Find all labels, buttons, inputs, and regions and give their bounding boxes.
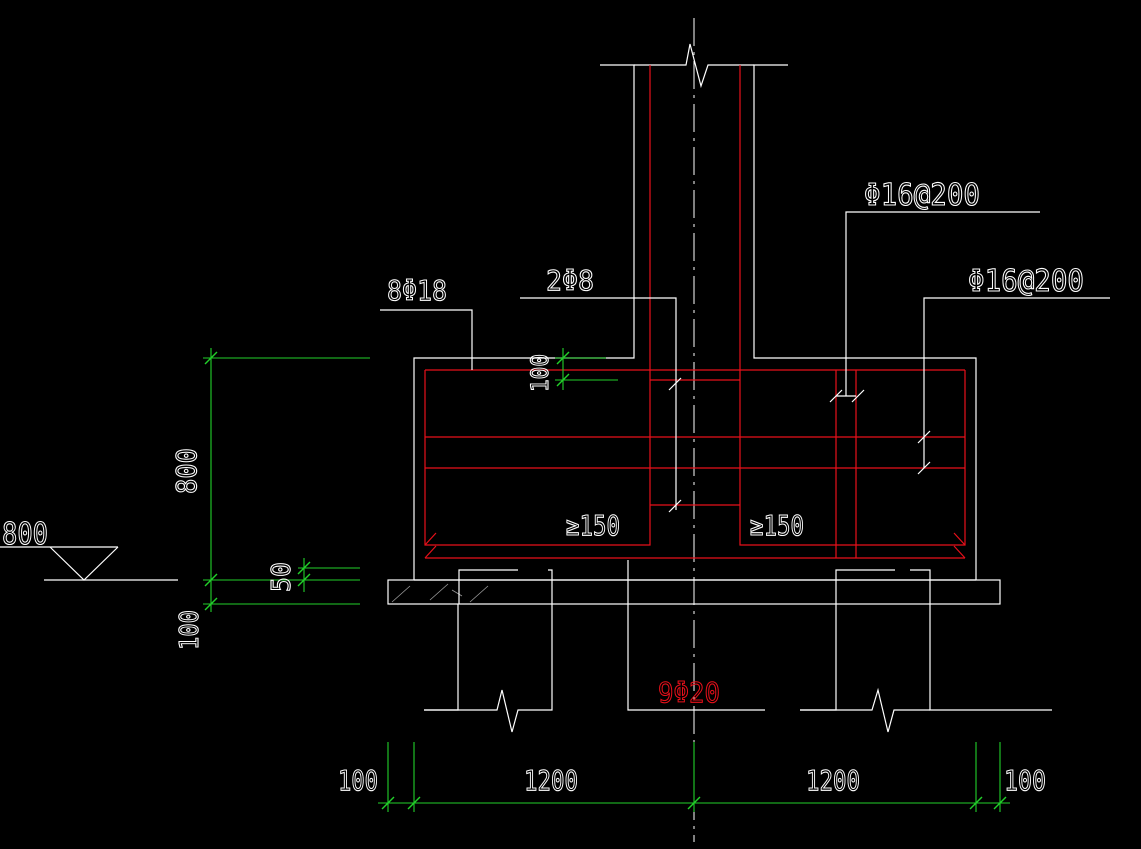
dim-bottom-left-span: 1200 (524, 764, 578, 797)
leader-stirrup: 2Φ8 (520, 263, 682, 513)
column-break-symbol (634, 43, 754, 89)
leader-side-bar-upper: Φ16@200 (829, 177, 1040, 403)
label-anchor-left: ≥150 (566, 509, 620, 542)
bottom-dimensions: 100 1200 1200 100 (337, 742, 1047, 812)
piles (424, 560, 1052, 733)
column (413, 43, 977, 580)
leader-side-bar-right: Φ16@200 (917, 263, 1110, 475)
dim-bottom-left-edge: 100 (338, 764, 378, 797)
label-bottom-bar: 9Φ20 (658, 676, 720, 709)
label-stirrup: 2Φ8 (546, 264, 594, 297)
dim-bottom-right-edge: 100 (1004, 764, 1046, 797)
dim-cushion: 50 (267, 562, 297, 592)
label-top-rebar: 8Φ18 (387, 274, 447, 307)
dim-cover-top: 100 (526, 354, 554, 392)
elevation-marker: 800 (0, 516, 178, 581)
dim-bottom-right-span: 1200 (806, 764, 860, 797)
elevation-value: 800 (2, 517, 48, 552)
left-dimensions: 800 50 100 (169, 348, 370, 651)
label-side-bar-upper: Φ16@200 (864, 178, 980, 213)
leader-top-rebar: 8Φ18 (380, 273, 473, 370)
label-side-bar-right: Φ16@200 (968, 264, 1084, 299)
blinding-layer (387, 579, 1001, 605)
label-anchor-right: ≥150 (750, 509, 804, 542)
dim-height-total: 800 (170, 448, 203, 494)
cover-dimension: 100 (525, 348, 618, 393)
reinforcement (424, 65, 966, 559)
foundation-slab (387, 579, 1001, 605)
dim-blinding: 100 (175, 610, 205, 650)
